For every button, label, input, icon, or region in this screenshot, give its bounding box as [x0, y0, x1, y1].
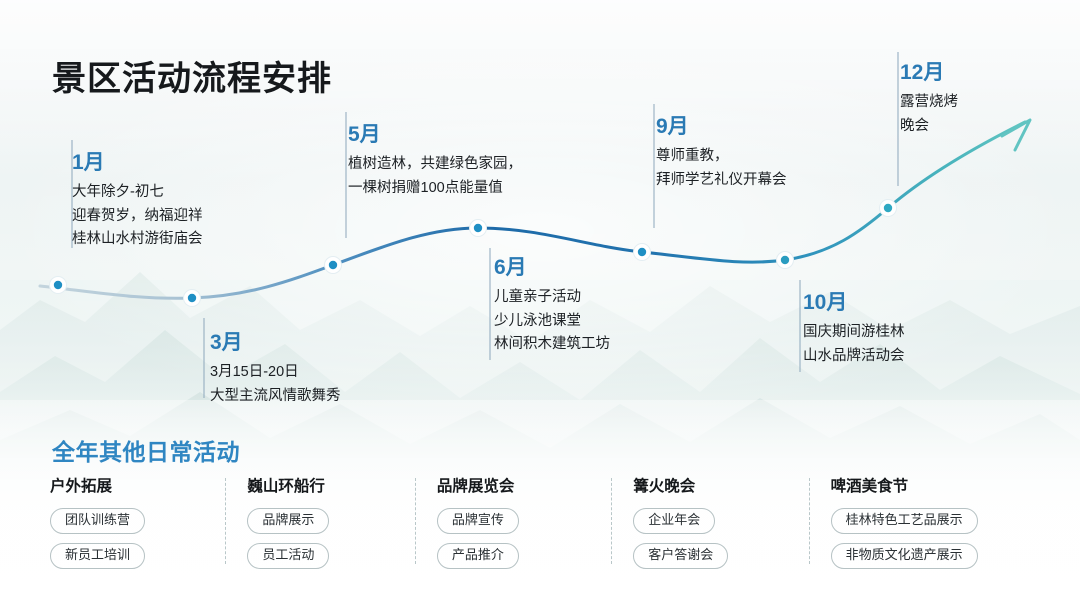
milestone-month-label: 3月 — [210, 331, 243, 354]
milestone-detail-line: 大型主流风情歌舞秀 — [210, 387, 341, 404]
column-divider — [225, 478, 227, 564]
activity-column-title: 巍山环船行 — [247, 478, 325, 495]
activity-pill[interactable]: 企业年会 — [633, 508, 716, 534]
milestone-oct: 10月 国庆期间游桂林 山水品牌活动会 — [803, 290, 905, 368]
milestone-detail-line: 国庆期间游桂林 — [803, 324, 905, 341]
activity-column-bonfire: 篝火晚会 企业年会 客户答谢会 — [611, 474, 830, 578]
milestone-month-label: 10月 — [803, 291, 848, 314]
milestone-month-label: 5月 — [348, 123, 381, 146]
activity-column-boat: 巍山环船行 品牌展示 员工活动 — [225, 474, 436, 578]
milestone-detail-line: 林间积木建筑工坊 — [494, 336, 610, 353]
milestone-detail-line: 3月15日-20日 — [210, 364, 299, 381]
activity-pill[interactable]: 品牌宣传 — [436, 508, 519, 534]
activity-column-title: 品牌展览会 — [436, 478, 515, 495]
milestone-sep: 9月 尊师重教， 拜师学艺礼仪开幕会 — [656, 114, 787, 192]
milestone-detail-line: 大年除夕-初七 — [72, 184, 164, 201]
column-divider — [808, 478, 810, 564]
milestone-month-label: 12月 — [900, 61, 945, 84]
activity-column-beer-food: 啤酒美食节 桂林特色工艺品展示 非物质文化遗产展示 — [808, 474, 1040, 578]
milestone-detail-line: 尊师重教， — [656, 148, 729, 165]
milestone-detail-line: 一棵树捐赠100点能量值 — [348, 179, 503, 196]
milestone-detail-line: 儿童亲子活动 — [494, 289, 581, 306]
activity-pill[interactable]: 员工活动 — [247, 542, 330, 569]
activity-pill[interactable]: 客户答谢会 — [633, 542, 729, 569]
milestone-detail-line: 桂林山水村游街庙会 — [72, 231, 203, 248]
milestone-detail-line: 山水品牌活动会 — [803, 347, 905, 364]
column-divider — [611, 478, 613, 564]
milestone-dec: 12月 露营烧烤 晚会 — [900, 60, 958, 138]
activity-pill[interactable]: 非物质文化遗产展示 — [830, 542, 978, 569]
milestone-jan: 1月 大年除夕-初七 迎春贺岁，纳福迎祥 桂林山水村游街庙会 — [72, 150, 203, 252]
activity-column-title: 篝火晚会 — [633, 478, 696, 495]
milestone-mar: 3月 3月15日-20日 大型主流风情歌舞秀 — [210, 330, 341, 408]
milestone-month-label: 6月 — [494, 256, 527, 279]
milestone-detail-line: 迎春贺岁，纳福迎祥 — [72, 207, 203, 224]
activity-column-title: 户外拓展 — [50, 478, 113, 495]
activity-pill[interactable]: 品牌展示 — [247, 508, 330, 534]
activity-pill[interactable]: 新员工培训 — [50, 542, 146, 569]
milestone-detail-line: 露营烧烤 — [900, 94, 958, 111]
milestone-month-label: 9月 — [656, 115, 689, 138]
milestone-detail-line: 晚会 — [900, 117, 929, 134]
page-title: 景区活动流程安排 — [52, 59, 332, 98]
milestone-detail-line: 植树造林，共建绿色家园， — [348, 156, 522, 173]
column-divider — [414, 478, 416, 564]
milestone-month-label: 1月 — [72, 151, 105, 174]
section-title-other-activities: 全年其他日常活动 — [52, 439, 240, 465]
milestone-may: 5月 植树造林，共建绿色家园， 一棵树捐赠100点能量值 — [348, 122, 522, 200]
other-activities-columns: 户外拓展 团队训练营 新员工培训 巍山环船行 品牌展示 员工活动 品牌展览会 品… — [50, 474, 1040, 578]
milestone-jun: 6月 儿童亲子活动 少儿泳池课堂 林间积木建筑工坊 — [494, 255, 610, 357]
activity-column-outdoor: 户外拓展 团队训练营 新员工培训 — [50, 474, 247, 578]
activity-pill[interactable]: 桂林特色工艺品展示 — [830, 508, 978, 534]
activity-column-title: 啤酒美食节 — [830, 478, 909, 495]
activity-pill[interactable]: 团队训练营 — [50, 508, 146, 534]
milestone-detail-line: 拜师学艺礼仪开幕会 — [656, 171, 787, 188]
activity-pill[interactable]: 产品推介 — [436, 542, 519, 569]
milestone-detail-line: 少儿泳池课堂 — [494, 312, 581, 329]
activity-column-brand-expo: 品牌展览会 品牌宣传 产品推介 — [414, 474, 633, 578]
